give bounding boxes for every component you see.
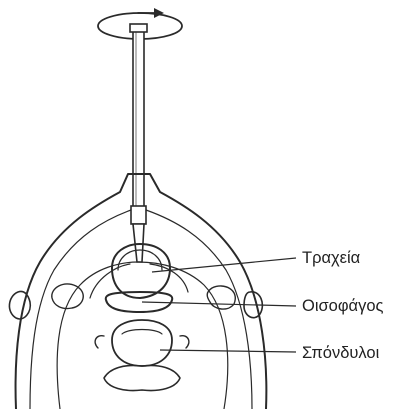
instrument-rod [130,24,147,262]
esophagus-label: Οισοφάγος [302,297,384,315]
vertebrae [95,320,189,391]
vertebrae-label: Σπόνδυλοι [302,344,380,362]
trachea-label: Τραχεία [302,249,361,267]
esophagus-leader-line [142,302,296,306]
trachea-leader-line [152,258,296,272]
leader-lines [142,258,296,352]
vertebrae-leader-line [160,350,296,352]
